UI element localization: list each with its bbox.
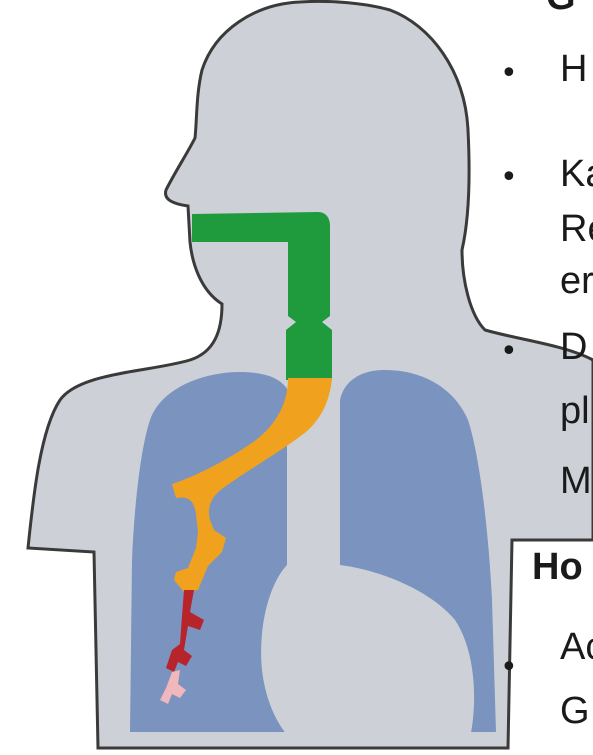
bullet-2-line-1: Ka <box>560 155 593 193</box>
slide-title-fragment: G <box>546 0 576 16</box>
bullet-1-line-1: H <box>560 50 587 88</box>
bullet-marker: • <box>500 650 518 685</box>
bullet-2-line-3: er <box>560 262 593 300</box>
bullet-2-line-2: Re <box>560 210 593 248</box>
bullet-3-line-1: D <box>560 328 587 366</box>
bullet-3-line-2: pl <box>560 392 590 430</box>
sub-bullet-1-line-2: G <box>560 692 590 730</box>
bullet-marker: • <box>500 56 518 91</box>
bullet-marker: • <box>500 334 518 369</box>
subheading: Ho <box>532 548 583 586</box>
sub-bullet-1-line-1: Ac <box>560 628 593 666</box>
bullet-3-line-3: M <box>560 462 592 500</box>
bullet-marker: • <box>500 160 518 195</box>
